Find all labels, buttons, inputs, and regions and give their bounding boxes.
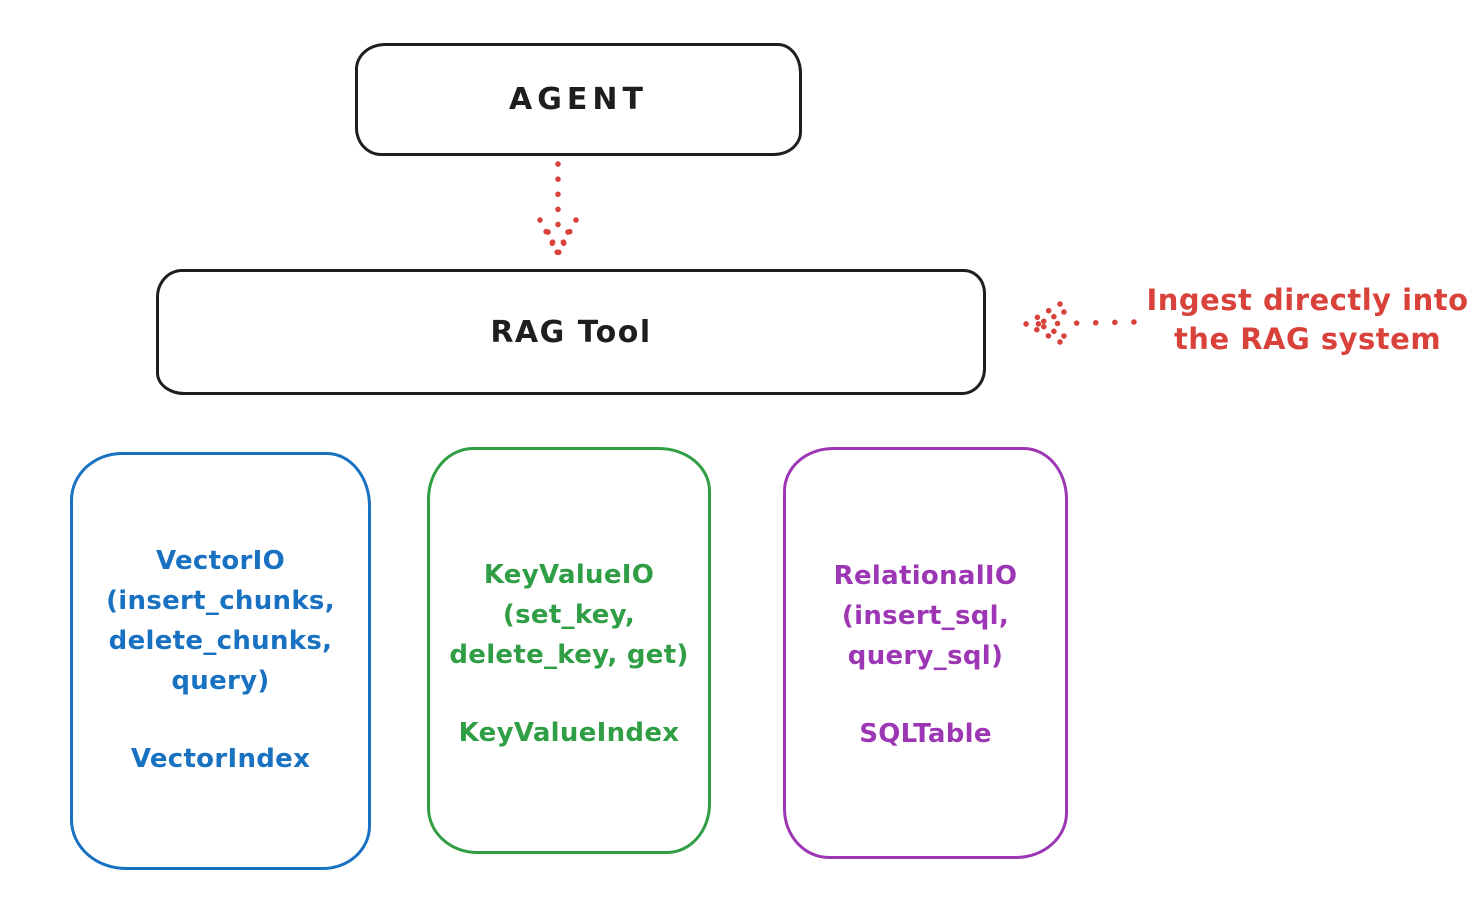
vector-io-line: delete_chunks, [108,626,333,656]
vector-io-line: query) [171,666,270,696]
node-keyvalue-io: KeyValueIO (set_key, delete_key, get) Ke… [427,447,711,854]
ingest-annotation-line2: the RAG system [1173,322,1442,356]
rag-tool-label: RAG Tool [490,314,652,350]
keyvalue-io-line: delete_key, get) [449,640,689,670]
keyvalue-io-line: KeyValueIO [483,560,655,590]
line-spacer [786,676,1065,714]
keyvalue-io-line: (set_key, [502,600,636,630]
sql-table-label: SQLTable [859,719,992,749]
ingest-annotation-line1: Ingest directly into [1146,283,1469,317]
vector-io-text: VectorIO (insert_chunks, delete_chunks, … [73,541,368,779]
vector-io-line: VectorIO [155,546,286,576]
line-spacer [430,675,708,713]
agent-label: AGENT [509,82,648,117]
vector-index-label: VectorIndex [130,744,311,774]
node-agent: AGENT [355,43,802,156]
node-rag-tool: RAG Tool [156,269,986,395]
agent-to-rag-arrow-icon [537,161,579,257]
relational-io-line: query_sql) [847,641,1004,671]
ingest-arrow-icon [1023,301,1137,345]
node-vector-io: VectorIO (insert_chunks, delete_chunks, … [70,452,371,870]
line-spacer [73,701,368,739]
ingest-annotation: Ingest directly into the RAG system [1145,281,1470,359]
relational-io-line: (insert_sql, [841,601,1010,631]
keyvalue-io-text: KeyValueIO (set_key, delete_key, get) Ke… [430,555,708,753]
node-relational-io: RelationalIO (insert_sql, query_sql) SQL… [783,447,1068,859]
relational-io-text: RelationalIO (insert_sql, query_sql) SQL… [786,556,1065,754]
relational-io-line: RelationalIO [833,561,1018,591]
vector-io-line: (insert_chunks, [106,586,335,616]
keyvalue-index-label: KeyValueIndex [458,718,680,748]
